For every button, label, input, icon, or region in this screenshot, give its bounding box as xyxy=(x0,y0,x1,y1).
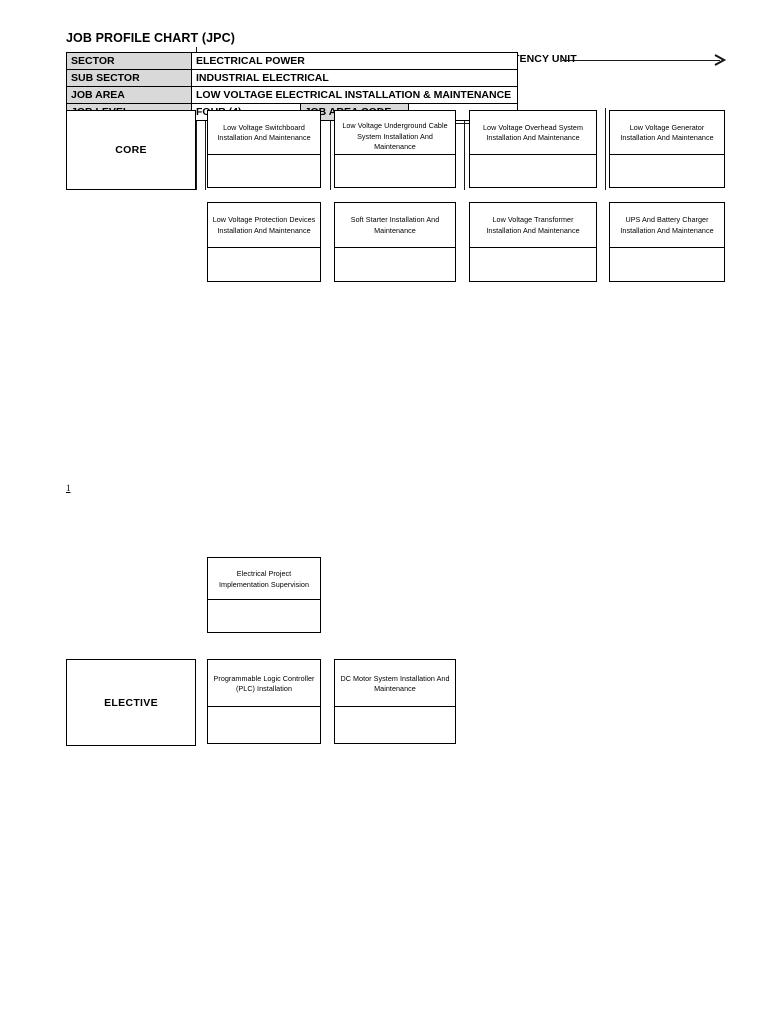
table-row-sector: SECTOR ELECTRICAL POWER xyxy=(66,52,518,70)
connector-vertical-c xyxy=(205,108,206,190)
competency-unit-title: Low Voltage Generator Installation And M… xyxy=(620,122,714,143)
competency-unit-title: DC Motor System Installation And Mainten… xyxy=(340,673,450,694)
competency-unit-title: Programmable Logic Controller (PLC) Inst… xyxy=(213,673,315,694)
category-label-elective: ELECTIVE xyxy=(104,696,158,709)
category-box-elective: ELECTIVE xyxy=(66,659,196,746)
competency-unit-title: Low Voltage Transformer Installation And… xyxy=(486,215,580,235)
competency-unit-box[interactable]: Low Voltage Switchboard Installation And… xyxy=(207,110,321,188)
competency-unit-code xyxy=(208,153,320,187)
page-number: 1 xyxy=(66,483,71,493)
right-arrow-icon xyxy=(714,54,727,66)
competency-unit-code xyxy=(470,153,596,187)
competency-unit-box[interactable]: Low Voltage Transformer Installation And… xyxy=(469,202,597,282)
competency-unit-box[interactable]: Electrical Project Implementation Superv… xyxy=(207,557,321,633)
competency-unit-code xyxy=(208,706,320,743)
competency-unit-box[interactable]: Low Voltage Generator Installation And M… xyxy=(609,110,725,188)
table-row-sub-sector: SUB SECTOR INDUSTRIAL ELECTRICAL xyxy=(66,69,518,87)
competency-unit-code xyxy=(335,153,455,187)
competency-unit-box[interactable]: Low Voltage Underground Cable System Ins… xyxy=(334,110,456,188)
competency-unit-title: Electrical Project Implementation Superv… xyxy=(219,569,309,589)
competency-unit-code xyxy=(610,153,724,187)
category-box-core: CORE xyxy=(66,110,196,190)
competency-unit-code xyxy=(610,246,724,281)
info-label-job-area: JOB AREA xyxy=(66,86,192,104)
page-title: JOB PROFILE CHART (JPC) xyxy=(66,31,235,45)
competency-unit-box[interactable]: Low Voltage Overhead System Installation… xyxy=(469,110,597,188)
competency-unit-title: Low Voltage Switchboard Installation And… xyxy=(217,122,311,143)
competency-unit-title: Soft Starter Installation And Maintenanc… xyxy=(350,215,440,235)
competency-unit-box[interactable]: Soft Starter Installation And Maintenanc… xyxy=(334,202,456,282)
info-value-job-area: LOW VOLTAGE ELECTRICAL INSTALLATION & MA… xyxy=(191,86,518,104)
connector-vertical-d xyxy=(330,108,331,190)
competency-unit-title: Low Voltage Overhead System Installation… xyxy=(482,122,584,143)
competency-unit-code xyxy=(335,246,455,281)
competency-unit-code xyxy=(208,246,320,281)
competency-unit-title: Low Voltage Protection Devices Installat… xyxy=(212,215,316,235)
competency-unit-code xyxy=(208,599,320,632)
competency-unit-code xyxy=(335,706,455,743)
info-value-sub-sector: INDUSTRIAL ELECTRICAL xyxy=(191,69,518,87)
competency-unit-box[interactable]: DC Motor System Installation And Mainten… xyxy=(334,659,456,744)
info-label-sector: SECTOR xyxy=(66,52,192,70)
competency-unit-code xyxy=(470,246,596,281)
competency-unit-title: UPS And Battery Charger Installation And… xyxy=(620,215,714,235)
category-label-core: CORE xyxy=(115,144,147,156)
competency-connector-line-right xyxy=(562,60,720,61)
competency-unit-box[interactable]: UPS And Battery Charger Installation And… xyxy=(609,202,725,282)
competency-unit-box[interactable]: Low Voltage Protection Devices Installat… xyxy=(207,202,321,282)
connector-row1-left-stub xyxy=(455,123,471,124)
connector-vertical-e xyxy=(464,108,465,190)
connector-vertical-f xyxy=(605,108,606,190)
competency-unit-title: Low Voltage Underground Cable System Ins… xyxy=(342,121,448,152)
table-row-job-area: JOB AREA LOW VOLTAGE ELECTRICAL INSTALLA… xyxy=(66,86,518,104)
info-value-sector: ELECTRICAL POWER xyxy=(191,52,518,70)
info-label-sub-sector: SUB SECTOR xyxy=(66,69,192,87)
competency-unit-box[interactable]: Programmable Logic Controller (PLC) Inst… xyxy=(207,659,321,744)
